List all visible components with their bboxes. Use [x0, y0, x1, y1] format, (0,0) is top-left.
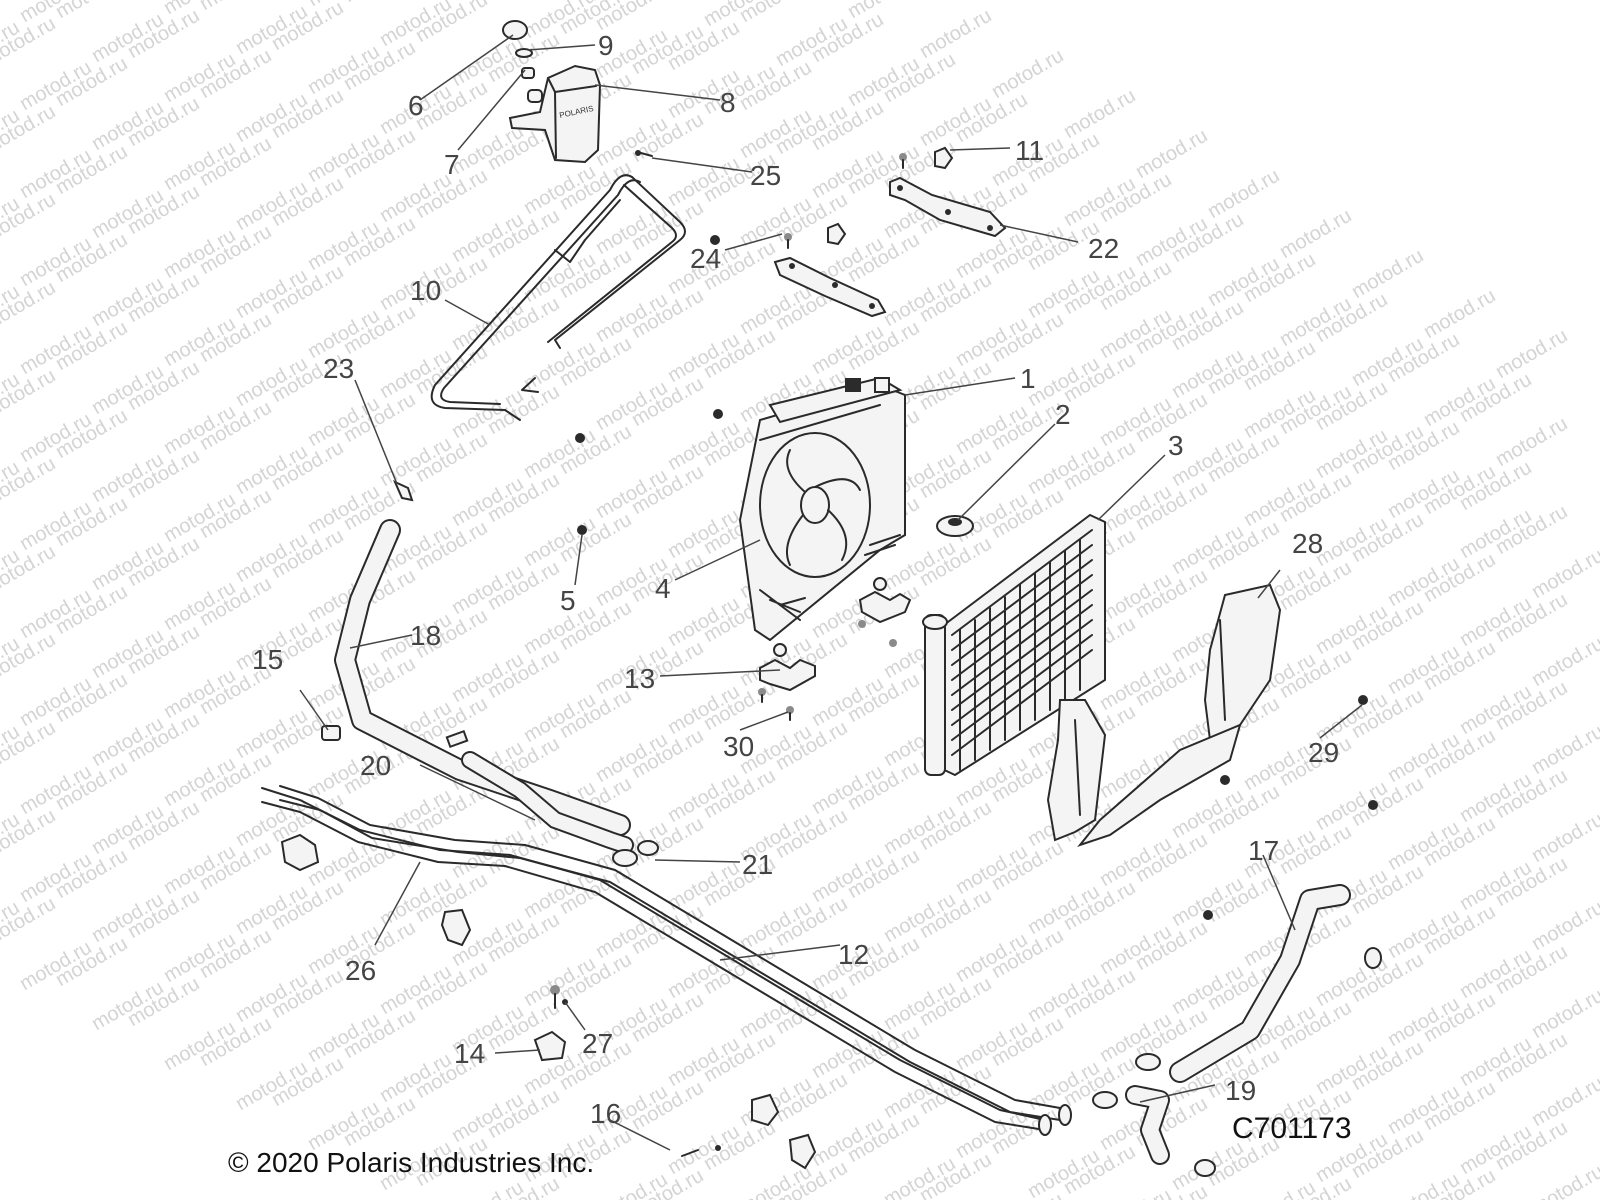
tube-clamps-14	[280, 833, 817, 1170]
callout-3: 3	[1168, 430, 1184, 461]
clip-15	[321, 725, 341, 741]
callout-17: 17	[1248, 835, 1279, 866]
upper-bracket-22	[889, 176, 1007, 238]
callout-16: 16	[590, 1098, 621, 1129]
callout-28: 28	[1292, 528, 1323, 559]
callout-22: 22	[1088, 233, 1119, 264]
callout-18: 18	[410, 620, 441, 651]
callout-15: 15	[252, 644, 283, 675]
callout-29: 29	[1308, 737, 1339, 768]
hose-18	[334, 519, 631, 836]
callout-7: 7	[444, 149, 460, 180]
callout-11: 11	[1015, 135, 1044, 166]
callout-6: 6	[408, 90, 424, 121]
callout-23: 23	[323, 353, 354, 384]
callout-2: 2	[1055, 399, 1071, 430]
copyright-notice: © 2020 Polaris Industries Inc.	[228, 1147, 595, 1178]
clip-23	[393, 479, 414, 502]
callout-25: 25	[750, 160, 781, 191]
callout-13: 13	[624, 663, 655, 694]
overflow-tube-assembly	[430, 174, 686, 421]
radiator-cap	[936, 515, 974, 537]
nuts-and-screws	[575, 146, 954, 535]
leader-lines	[299, 34, 1363, 1151]
figure-code: C701173	[1232, 1112, 1352, 1145]
callout-27: 27	[582, 1028, 613, 1059]
upper-bracket-24	[773, 256, 887, 318]
hose-clamps-21	[612, 840, 659, 867]
callout-24: 24	[690, 243, 721, 274]
callout-labels: 1 2 3 4 5 6 7 8 9 10 11 12 13 14 15 16 1…	[252, 30, 1339, 1129]
hose-20	[445, 729, 634, 854]
mount-bracket-upper	[786, 577, 912, 721]
reservoir-cap	[502, 20, 533, 58]
callout-10: 10	[410, 275, 441, 306]
callout-1: 1	[1020, 363, 1036, 394]
small-screws	[550, 985, 721, 1157]
air-duct	[1046, 583, 1282, 848]
fan-shroud-assembly	[738, 376, 906, 642]
callout-14: 14	[454, 1038, 485, 1069]
callout-21: 21	[742, 849, 773, 880]
callout-20: 20	[360, 750, 391, 781]
callout-26: 26	[345, 955, 376, 986]
callout-12: 12	[838, 939, 869, 970]
coolant-reservoir: POLARIS	[508, 64, 602, 164]
callout-4: 4	[655, 573, 671, 604]
callout-9: 9	[598, 30, 614, 61]
coolant-tubes	[261, 785, 1072, 1136]
radiator	[922, 513, 1106, 777]
mount-bracket-13	[758, 643, 816, 703]
hose-19	[1092, 1053, 1216, 1177]
callout-19: 19	[1225, 1075, 1256, 1106]
hose-17	[1169, 884, 1382, 1083]
callout-30: 30	[723, 731, 754, 762]
misc-screws	[1203, 695, 1378, 920]
callout-8: 8	[720, 87, 736, 118]
callout-5: 5	[560, 585, 576, 616]
